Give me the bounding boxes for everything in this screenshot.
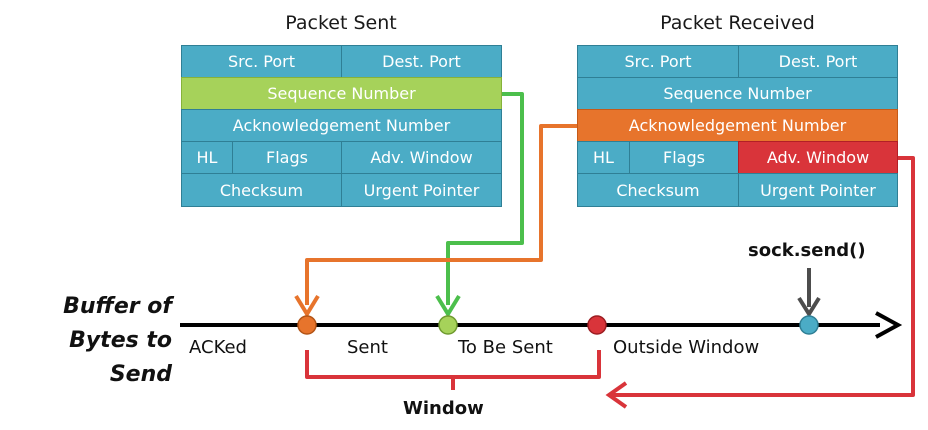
outside-window-region-label: Outside Window bbox=[613, 337, 760, 358]
sent-region-label: Sent bbox=[347, 337, 388, 358]
buffer-axis-arrowhead bbox=[875, 311, 903, 339]
buffer-label: Buffer of Bytes to Send bbox=[0, 290, 172, 392]
sock-send-marker-dot bbox=[799, 315, 819, 335]
sock-send-pointer-arrowhead bbox=[797, 296, 821, 318]
sent-checksum-cell: Checksum bbox=[181, 173, 342, 207]
window-label: Window bbox=[403, 398, 484, 419]
packet-received-title: Packet Received bbox=[660, 12, 815, 34]
sent-urgent-pointer-cell: Urgent Pointer bbox=[341, 173, 502, 207]
sequence-pointer-line bbox=[446, 92, 524, 305]
received-dest-port-cell: Dest. Port bbox=[738, 45, 898, 78]
sent-ack-number-cell: Acknowledgement Number bbox=[181, 109, 502, 142]
ack-marker-dot bbox=[297, 315, 317, 335]
received-sequence-number-cell: Sequence Number bbox=[577, 77, 898, 110]
received-src-port-cell: Src. Port bbox=[577, 45, 739, 78]
sent-flags-cell: Flags bbox=[232, 141, 342, 174]
sent-adv-window-cell: Adv. Window bbox=[341, 141, 502, 174]
received-hl-cell: HL bbox=[577, 141, 630, 174]
adv-window-pointer-arrowhead bbox=[605, 381, 628, 409]
to-be-sent-region-label: To Be Sent bbox=[458, 337, 553, 358]
buffer-label-line2: Bytes to Send bbox=[69, 328, 172, 387]
buffer-label-line1: Buffer of bbox=[63, 294, 172, 319]
window-end-marker-dot bbox=[587, 315, 607, 335]
sock-send-label: sock.send() bbox=[748, 240, 866, 261]
ack-pointer-line bbox=[305, 124, 578, 305]
received-flags-cell: Flags bbox=[629, 141, 739, 174]
sequence-marker-dot bbox=[438, 315, 458, 335]
sent-src-port-cell: Src. Port bbox=[181, 45, 342, 78]
received-ack-number-cell: Acknowledgement Number bbox=[577, 109, 898, 142]
received-urgent-pointer-cell: Urgent Pointer bbox=[738, 173, 898, 207]
packet-sent-title: Packet Sent bbox=[285, 12, 397, 34]
received-adv-window-cell: Adv. Window bbox=[738, 141, 898, 174]
sent-hl-cell: HL bbox=[181, 141, 233, 174]
sent-dest-port-cell: Dest. Port bbox=[341, 45, 502, 78]
received-checksum-cell: Checksum bbox=[577, 173, 739, 207]
sequence-pointer-arrowhead bbox=[435, 294, 461, 318]
window-bracket bbox=[305, 350, 601, 390]
ack-pointer-arrowhead bbox=[294, 294, 320, 318]
sent-sequence-number-cell: Sequence Number bbox=[181, 77, 502, 110]
adv-window-pointer-line bbox=[612, 156, 915, 397]
acked-region-label: ACKed bbox=[189, 337, 247, 358]
